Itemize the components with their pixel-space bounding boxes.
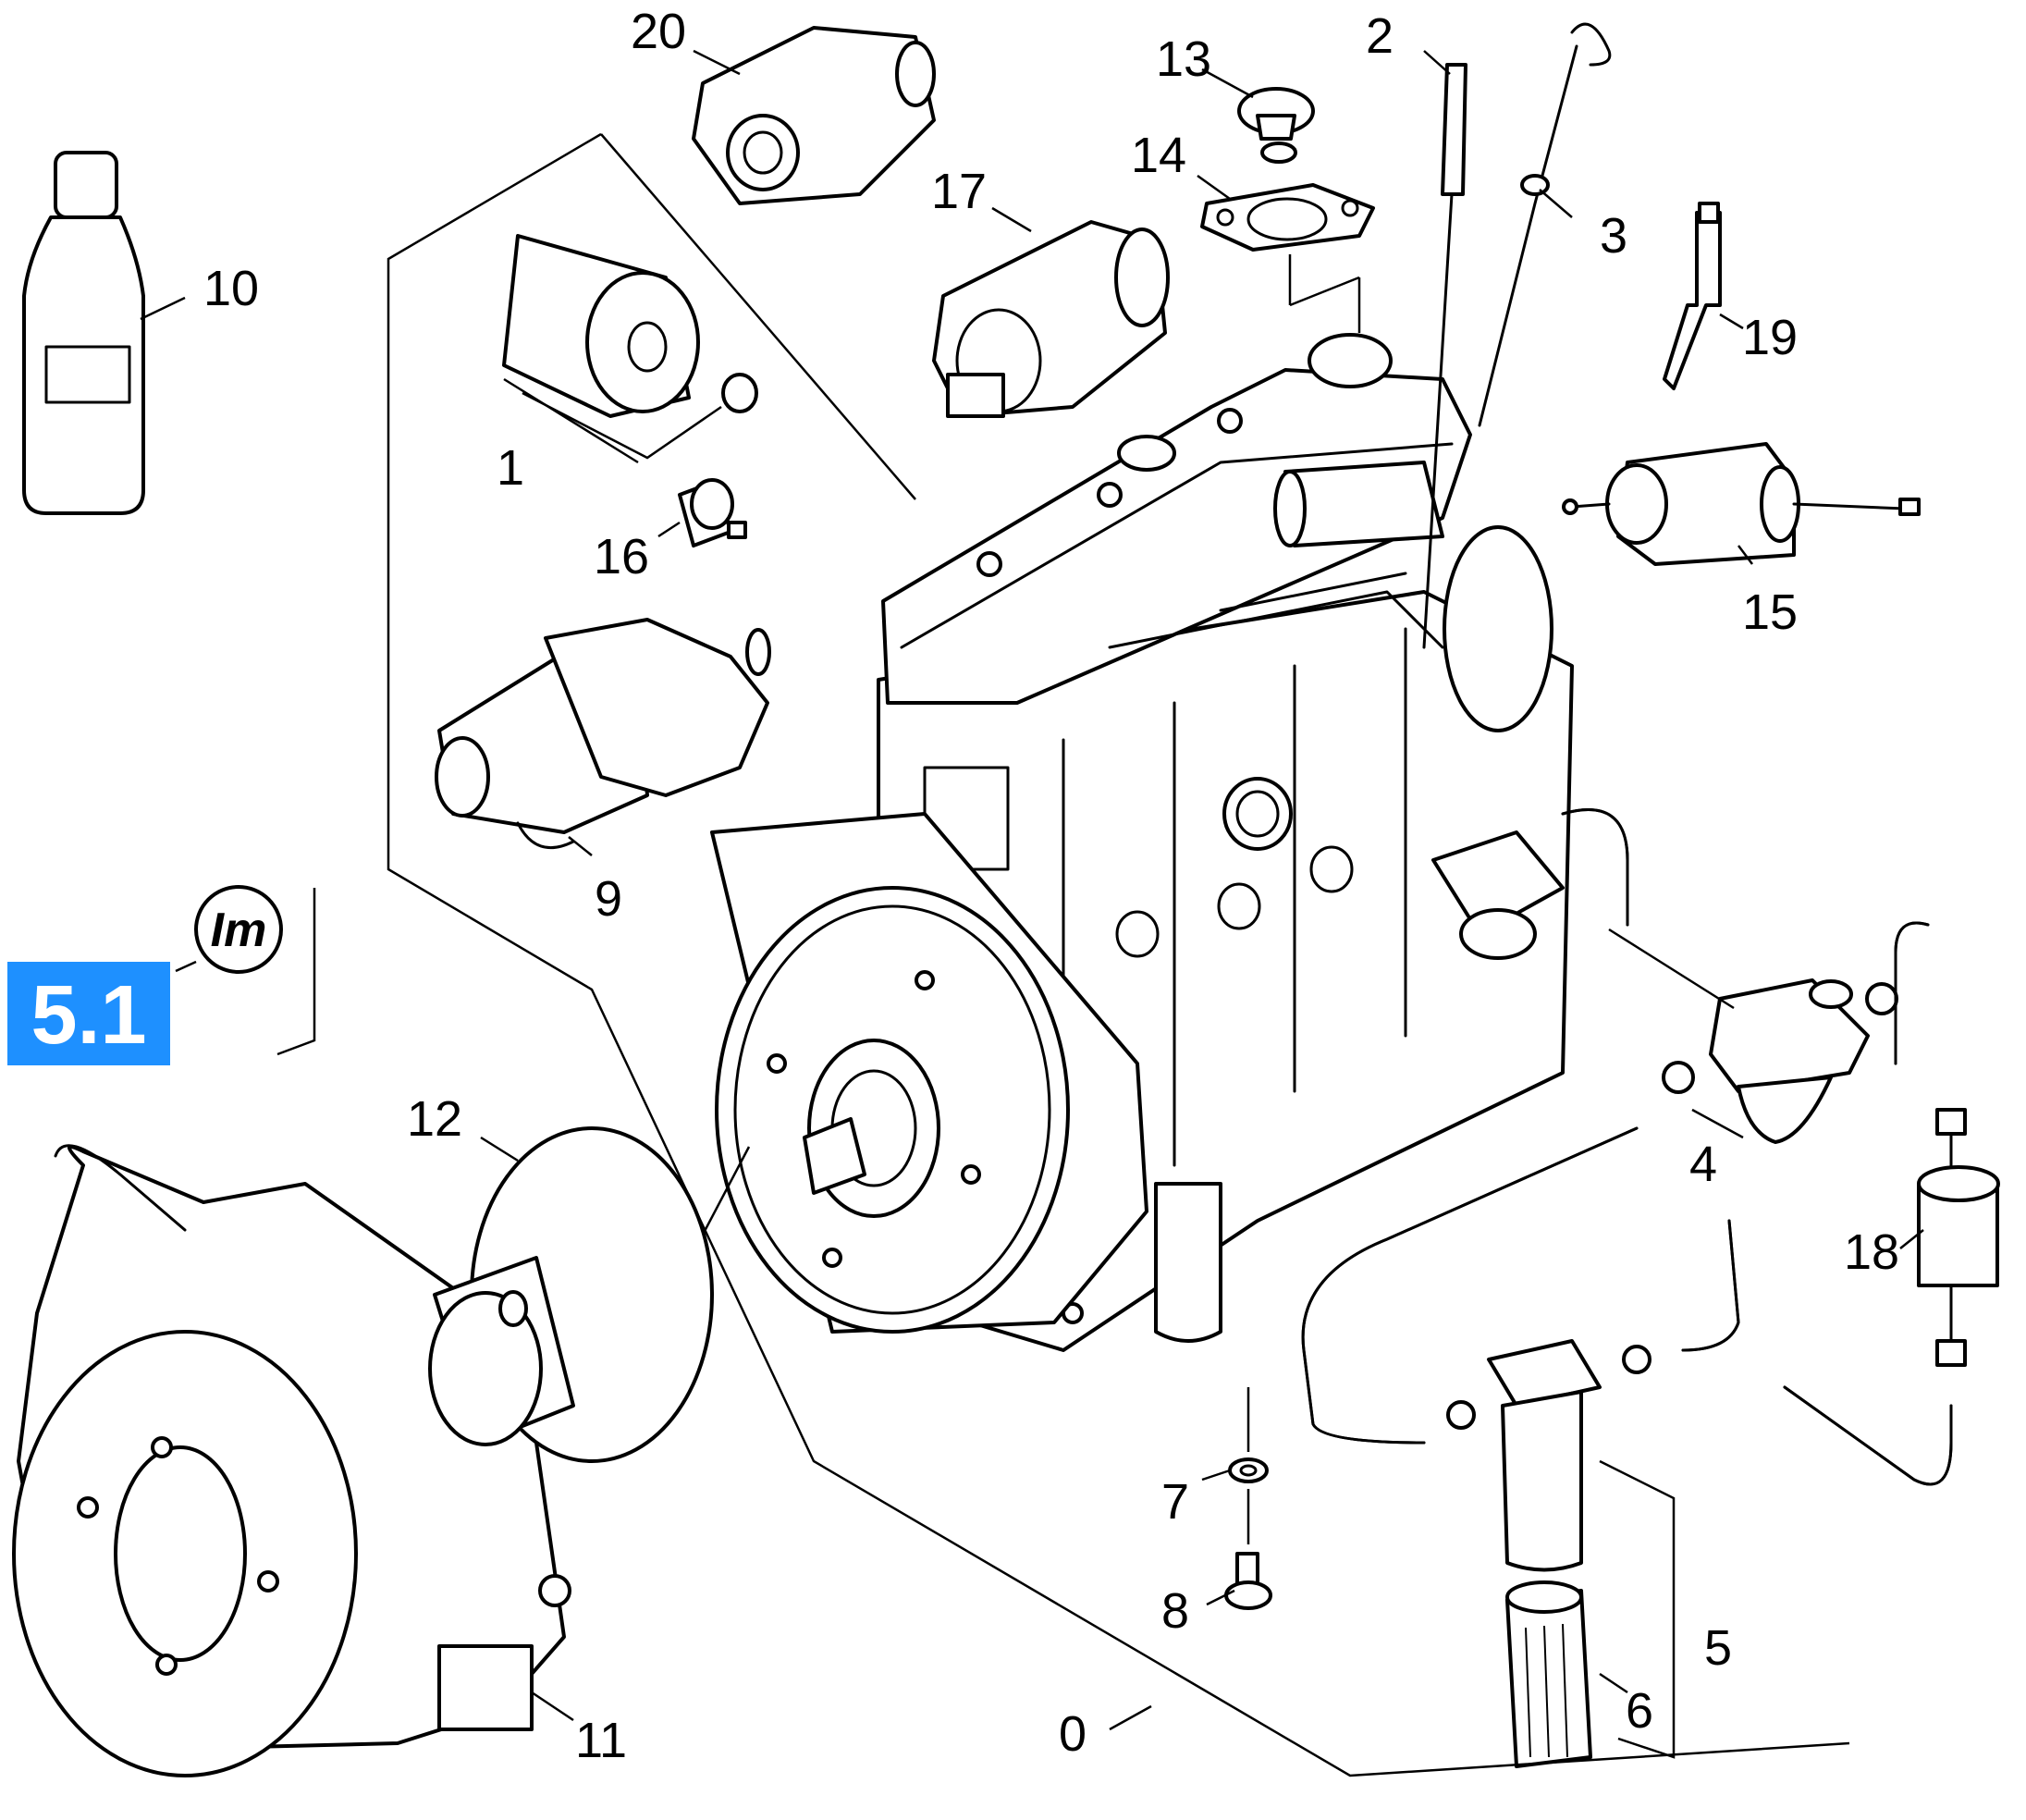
oil-pressure-switch	[678, 478, 747, 547]
callout-11: 11	[575, 1713, 627, 1768]
im-symbol: Im	[175, 885, 283, 974]
callout-0: 0	[1059, 1706, 1087, 1762]
oil-filter	[502, 234, 758, 418]
callout-12: 12	[407, 1091, 462, 1147]
thermostat-gasket	[1200, 183, 1375, 252]
flywheel	[710, 812, 1148, 1334]
glow-plug	[1663, 202, 1722, 390]
callout-7: 7	[1161, 1474, 1189, 1530]
callout-14: 14	[1131, 128, 1186, 183]
fuel-sedimenter	[1446, 1339, 1651, 1572]
callout-5: 5	[1704, 1620, 1732, 1676]
callout-labels: 20 2 13 14 3 17 10 19 1 16 15 9 12 4 18 …	[203, 4, 1899, 1768]
section-badge-label: 5.1	[31, 969, 146, 1062]
callout-13: 13	[1156, 31, 1211, 87]
callout-6: 6	[1626, 1683, 1653, 1739]
callout-9: 9	[595, 871, 622, 927]
thermostat	[1237, 87, 1315, 164]
water-pump	[932, 220, 1170, 418]
bell-housing	[12, 1144, 571, 1777]
oil-bottle	[22, 151, 145, 515]
starter-motor	[435, 618, 771, 850]
fuel-filter-element	[1505, 1580, 1592, 1768]
dipstick-tube	[1422, 63, 1467, 649]
section-badge: 5.1	[7, 962, 170, 1065]
inline-fuel-filter	[1917, 1108, 2000, 1367]
callout-4: 4	[1689, 1137, 1717, 1192]
alternator	[692, 26, 936, 205]
fuel-hoses	[1301, 808, 1953, 1486]
callout-18: 18	[1844, 1224, 1899, 1280]
callout-10: 10	[203, 261, 259, 316]
callout-2: 2	[1366, 8, 1394, 64]
callout-8: 8	[1161, 1583, 1189, 1639]
sealing-washer	[1228, 1457, 1269, 1483]
im-symbol-label: Im	[211, 904, 267, 957]
section-badge-background	[7, 962, 170, 1065]
callout-20: 20	[631, 4, 686, 59]
stop-solenoid	[1562, 442, 1921, 566]
fuel-lift-pump	[1662, 978, 1898, 1144]
callout-17: 17	[931, 164, 987, 219]
group-brackets	[276, 132, 1850, 1777]
banjo-bolt	[1224, 1552, 1272, 1610]
callout-3: 3	[1600, 208, 1627, 264]
adapter-plate	[428, 1126, 714, 1463]
dipstick	[1478, 22, 1612, 427]
callout-15: 15	[1742, 584, 1798, 640]
callout-1: 1	[497, 440, 524, 496]
callout-leaders	[140, 49, 1924, 1731]
callout-19: 19	[1742, 310, 1798, 365]
callout-16: 16	[594, 529, 649, 584]
